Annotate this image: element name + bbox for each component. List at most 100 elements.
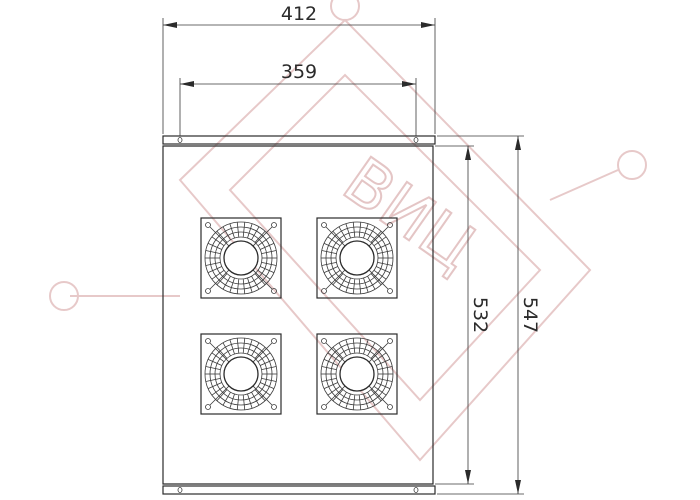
fan-grill-spoke [327,236,341,246]
arrowhead [515,480,521,494]
watermark-circle-right [617,150,647,180]
dimension-label-overall-height: 547 [519,297,541,333]
fan-grill-spoke [370,346,382,359]
fan-grill-spoke [257,270,271,280]
fan-grill-spoke [323,382,338,390]
fan-grill-spoke [205,250,221,255]
fan-grill-spoke [345,223,351,239]
fan-screw-hole [321,288,327,294]
watermark-diamond [178,18,592,462]
fan-grill-spoke [261,377,277,382]
fan-screw-hole [321,404,327,410]
fan-grill-spoke [321,377,337,382]
fan-screw-hole [271,222,277,228]
fan-grill-spoke [236,338,240,354]
mounting-hole [177,137,183,143]
fan-screw-hole [271,288,277,294]
arrowhead [515,136,521,150]
fans-group [200,217,398,415]
fan-grill-spoke [205,377,221,382]
fan-grill-spoke [332,389,344,402]
fan-grill-spoke [205,366,221,371]
fan-grill-spoke [323,358,338,366]
fan-screw-hole [387,404,393,410]
fan-grill-spoke [376,242,391,250]
fan-grill-spoke [358,394,362,410]
fan-hub [339,240,375,276]
fan-grill-spoke [229,339,235,355]
fan-grill-spoke [257,386,271,396]
fan-hub [223,240,259,276]
fan-grill-spoke [321,250,337,255]
fan-frame [316,217,398,299]
fan-unit [316,217,398,299]
fan-grill-spoke [207,266,222,274]
fan-grill-spoke [332,273,344,286]
fan-frame [316,333,398,415]
bottom-strip-outline [162,485,436,495]
fan-screw-hole [387,222,393,228]
fan-grill-spoke [373,236,387,246]
fan-grill-spoke [260,358,275,366]
fan-grill-spoke [211,352,225,362]
fan-grill-spoke [261,250,277,255]
fan-grill-spoke [207,382,222,390]
fan-hub [339,356,375,392]
fan-grill-spoke [251,275,260,290]
fan-grill-spoke [254,273,266,286]
fan-grill-spoke [216,389,228,402]
dimension-overall-width: 412 [162,3,436,134]
fan-grill-spoke [222,226,231,241]
arrowhead [180,81,194,87]
arrowhead [465,146,471,160]
fan-grill-spoke [370,230,382,243]
fan-grill-spoke [229,393,235,409]
watermark-diamond-inner [228,73,542,402]
fan-frame [200,217,282,299]
fan-grill-spoke [216,346,228,359]
fan-grill-spoke [363,277,369,293]
fan-grill-spoke [323,266,338,274]
fan-grill-spoke [358,338,362,354]
fan-grill-spoke [367,275,376,290]
fan-grill-spoke [207,242,222,250]
watermark-circle-top [330,0,360,21]
fan-grill-spoke [377,261,393,266]
fan-grill-spoke [260,266,275,274]
fan-screw-hole [205,222,211,228]
fan-grill-spoke [373,270,387,280]
fan-grill-spoke [358,222,362,238]
fan-grill-spoke [363,339,369,355]
arrowhead [163,22,177,28]
fan-grill-spoke [352,222,356,238]
fan-grill-spoke [352,338,356,354]
top-strip-outline [162,135,436,145]
watermark-stroke [549,169,619,201]
fan-grill-spoke [363,393,369,409]
fan-grill-spoke [247,393,253,409]
fan-grill-spoke [247,277,253,293]
fan-unit [200,217,282,299]
fan-grill-spoke [345,277,351,293]
fan-grill-spoke [216,230,228,243]
fan-grill-spoke [363,223,369,239]
dimension-label-hole-spacing: 359 [281,61,317,83]
fan-grill-spoke [332,230,344,243]
fan-grill-spoke [247,223,253,239]
fan-grill-spoke [247,339,253,355]
fan-grill-spoke [236,394,240,410]
arrowhead [421,22,435,28]
fan-grill-spoke [327,352,341,362]
fan-grill-spoke [222,342,231,357]
fan-grill-spoke [242,338,246,354]
fan-grill-spoke [352,278,356,294]
fan-unit [316,333,398,415]
fan-grill-spoke [338,275,347,290]
fan-screw-hole [205,288,211,294]
fan-grill-spoke [207,358,222,366]
fan-grill-spoke [345,339,351,355]
mounting-hole [177,487,183,493]
top-mounting-strip [162,135,436,145]
